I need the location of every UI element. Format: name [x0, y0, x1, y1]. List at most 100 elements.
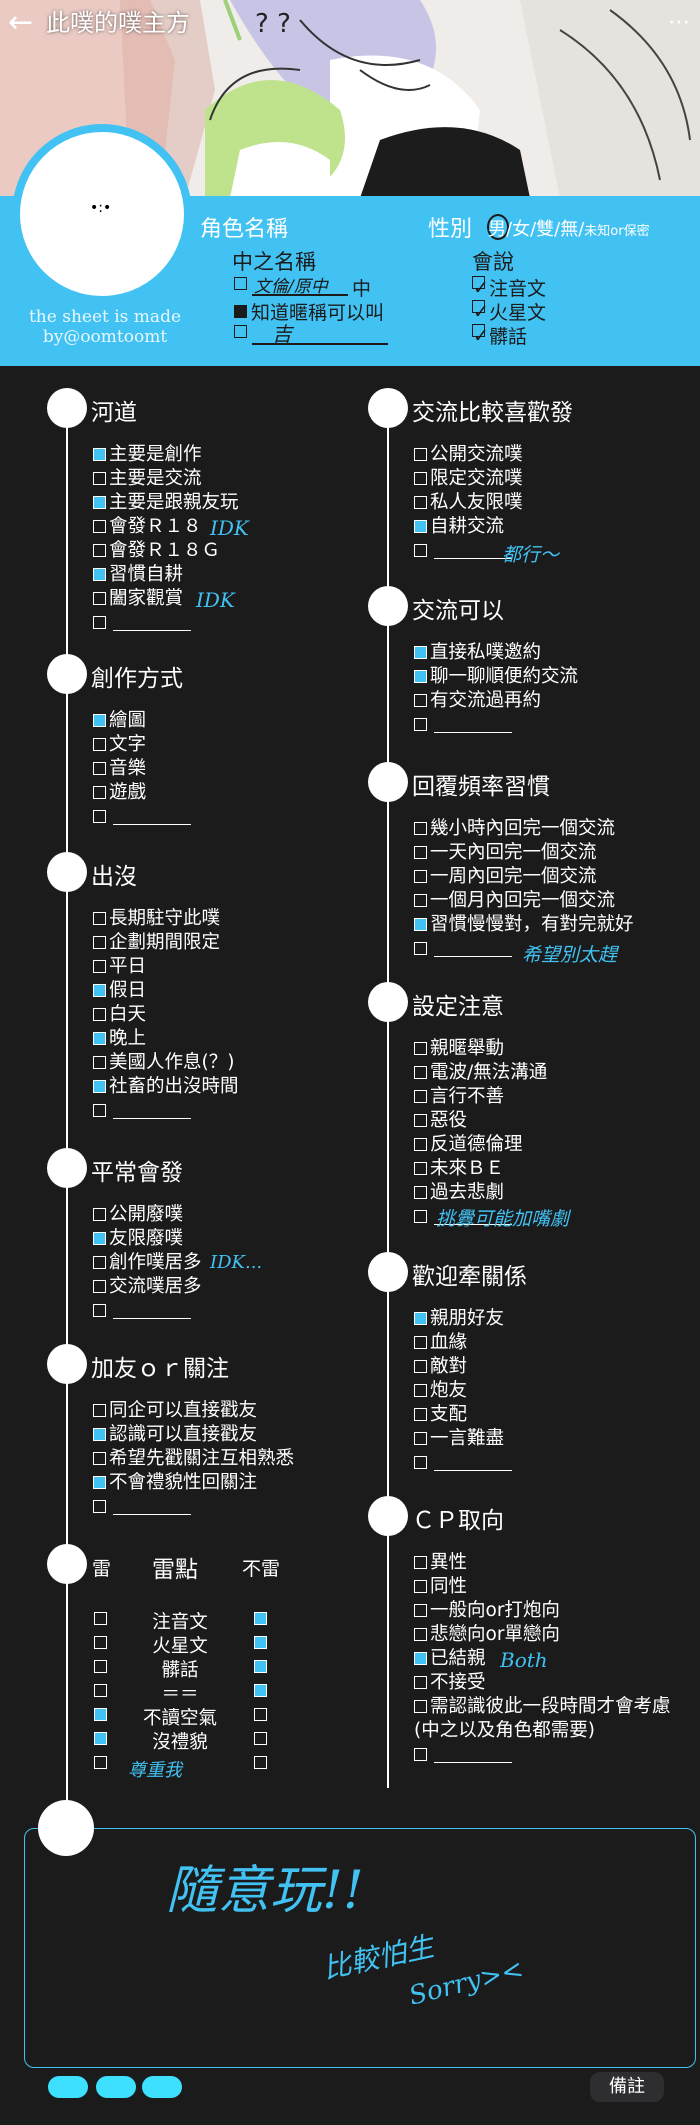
option-river-5[interactable]: 習慣自耕	[93, 564, 183, 586]
checkbox[interactable]	[93, 1232, 106, 1245]
option-river-0[interactable]: 主要是創作	[93, 444, 202, 466]
checkbox[interactable]	[414, 1580, 427, 1593]
not-thunder-checkbox-2[interactable]	[254, 1660, 267, 1673]
back-arrow-icon[interactable]: ←	[8, 5, 34, 40]
option-river-2[interactable]: 主要是跟親友玩	[93, 492, 239, 514]
checkbox[interactable]	[414, 822, 427, 835]
speak-option-3[interactable]: ✓髒話	[472, 324, 528, 348]
option-appear-0[interactable]: 長期駐守此噗	[93, 908, 220, 930]
checkbox[interactable]	[93, 1032, 106, 1045]
option-relation-0[interactable]: 親朋好友	[414, 1308, 504, 1330]
option-prefer-3[interactable]: 自耕交流	[414, 516, 504, 538]
checkbox[interactable]	[414, 670, 427, 683]
checkbox[interactable]	[414, 448, 427, 461]
option-river-6[interactable]: 闔家觀賞	[93, 588, 183, 610]
blank-line[interactable]	[113, 1513, 191, 1515]
option-cp-8[interactable]	[414, 1744, 512, 1766]
checkbox[interactable]	[93, 810, 106, 823]
option-cp-4[interactable]: 已結親	[414, 1648, 486, 1670]
speak-option-1[interactable]: ✓注音文	[472, 276, 547, 300]
not-thunder-checkbox-6[interactable]	[254, 1756, 267, 1769]
option-create-4[interactable]	[93, 806, 191, 828]
option-relation-6[interactable]	[414, 1452, 512, 1474]
checkbox[interactable]	[414, 1384, 427, 1397]
checkbox[interactable]	[93, 1304, 106, 1317]
option-river-7[interactable]	[93, 612, 191, 634]
checkbox[interactable]	[93, 448, 106, 461]
option-relation-2[interactable]: 敵對	[414, 1356, 467, 1378]
option-exchange-2[interactable]: 有交流過再約	[414, 690, 541, 712]
blank-line[interactable]	[113, 1117, 191, 1119]
option-post-1[interactable]: 友限廢噗	[93, 1228, 183, 1250]
checkbox[interactable]	[414, 1210, 427, 1223]
option-prefer-1[interactable]: 限定交流噗	[414, 468, 523, 490]
option-river-1[interactable]: 主要是交流	[93, 468, 202, 490]
checkbox[interactable]	[93, 1452, 106, 1465]
checkbox[interactable]	[414, 1748, 427, 1761]
checkbox[interactable]	[414, 870, 427, 883]
checkbox[interactable]	[93, 936, 106, 949]
not-thunder-checkbox-1[interactable]	[254, 1636, 267, 1649]
blank-line[interactable]	[434, 955, 512, 957]
option-create-0[interactable]: 繪圖	[93, 710, 146, 732]
option-setting-2[interactable]: 言行不善	[414, 1086, 504, 1108]
checkbox[interactable]	[414, 1066, 427, 1079]
thunder-checkbox-2[interactable]	[94, 1660, 107, 1673]
option-exchange-1[interactable]: 聊一聊順便約交流	[414, 666, 578, 688]
pager-dot-2[interactable]	[96, 2076, 136, 2098]
checkbox[interactable]	[93, 1208, 106, 1221]
checkbox[interactable]	[93, 616, 106, 629]
more-menu-icon[interactable]: ⋯	[668, 10, 690, 35]
checkbox[interactable]	[93, 762, 106, 775]
option-setting-3[interactable]: 惡役	[414, 1110, 467, 1132]
option-appear-8[interactable]	[93, 1100, 191, 1122]
checkbox[interactable]	[414, 646, 427, 659]
checkbox[interactable]	[414, 1432, 427, 1445]
checkbox[interactable]	[93, 568, 106, 581]
checkbox[interactable]	[93, 1280, 106, 1293]
thunder-checkbox-0[interactable]	[94, 1612, 107, 1625]
checkbox[interactable]	[93, 1428, 106, 1441]
checkbox[interactable]	[414, 1312, 427, 1325]
thunder-checkbox-5[interactable]	[94, 1732, 107, 1745]
option-appear-2[interactable]: 平日	[93, 956, 146, 978]
blank-line[interactable]	[434, 731, 512, 733]
checkbox[interactable]	[414, 520, 427, 533]
option-create-3[interactable]: 遊戲	[93, 782, 146, 804]
checkbox[interactable]	[93, 984, 106, 997]
checkbox[interactable]	[93, 496, 106, 509]
checkbox[interactable]	[414, 1700, 427, 1713]
chinese-name-option-3[interactable]	[234, 322, 251, 344]
checkbox[interactable]	[93, 1104, 106, 1117]
checkbox[interactable]	[93, 1404, 106, 1417]
option-prefer-2[interactable]: 私人友限噗	[414, 492, 523, 514]
checkbox[interactable]	[414, 496, 427, 509]
checkbox[interactable]	[414, 1090, 427, 1103]
option-appear-4[interactable]: 白天	[93, 1004, 146, 1026]
option-post-4[interactable]	[93, 1300, 191, 1322]
thunder-checkbox-1[interactable]	[94, 1636, 107, 1649]
option-exchange-0[interactable]: 直接私噗邀約	[414, 642, 541, 664]
chinese-name-option-1[interactable]	[234, 274, 251, 296]
checkbox[interactable]	[93, 912, 106, 925]
checkbox[interactable]	[414, 718, 427, 731]
blank-line[interactable]	[434, 1761, 512, 1763]
not-thunder-checkbox-5[interactable]	[254, 1732, 267, 1745]
checkbox[interactable]	[414, 1114, 427, 1127]
checkbox[interactable]	[93, 1056, 106, 1069]
checkbox[interactable]	[93, 592, 106, 605]
chinese-name-option-2[interactable]: 知道暱稱可以叫	[234, 298, 384, 325]
checkbox[interactable]	[93, 1500, 106, 1513]
option-prefer-4[interactable]	[414, 540, 512, 562]
option-setting-7[interactable]	[414, 1206, 512, 1228]
option-create-1[interactable]: 文字	[93, 734, 146, 756]
blank-line[interactable]	[434, 1223, 512, 1225]
option-friend-4[interactable]	[93, 1496, 191, 1518]
checkbox[interactable]	[414, 942, 427, 955]
option-relation-1[interactable]: 血緣	[414, 1332, 467, 1354]
option-appear-6[interactable]: 美國人作息(？)	[93, 1052, 234, 1074]
thunder-checkbox-4[interactable]	[94, 1708, 107, 1721]
blank-line[interactable]	[113, 1317, 191, 1319]
option-friend-0[interactable]: 同企可以直接戳友	[93, 1400, 257, 1422]
checkbox[interactable]	[93, 786, 106, 799]
